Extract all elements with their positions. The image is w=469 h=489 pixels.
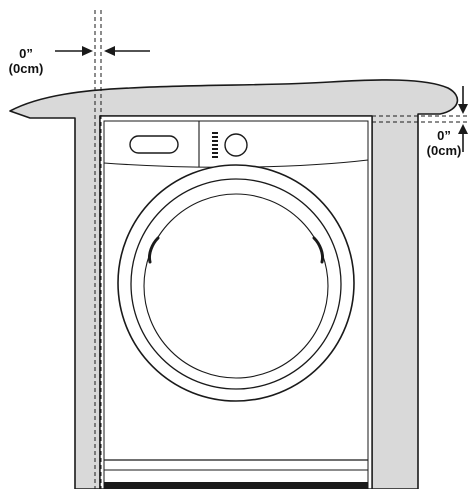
arrow-right-icon (55, 46, 93, 56)
indicator-lights (212, 132, 218, 158)
door-glass (143, 193, 329, 379)
arrow-down-icon (458, 86, 468, 114)
clearance-label-right: 0” (0cm) (420, 128, 468, 158)
clearance-cm-right: (0cm) (426, 143, 462, 158)
clearance-inches-top-left: 0” (19, 46, 33, 61)
door-handle-left (148, 236, 160, 264)
clearance-cm-top-left: (0cm) (8, 61, 44, 76)
door-handle-right (312, 236, 324, 264)
washer-foot (104, 482, 368, 489)
cycle-dial (224, 133, 248, 157)
clearance-label-top-left: 0” (0cm) (4, 46, 48, 76)
arrow-up-icon (458, 124, 468, 152)
washer-inner-edge (103, 120, 369, 489)
detergent-drawer-handle (129, 135, 179, 154)
arrow-left-icon (104, 46, 150, 56)
clearance-inches-right: 0” (437, 128, 451, 143)
